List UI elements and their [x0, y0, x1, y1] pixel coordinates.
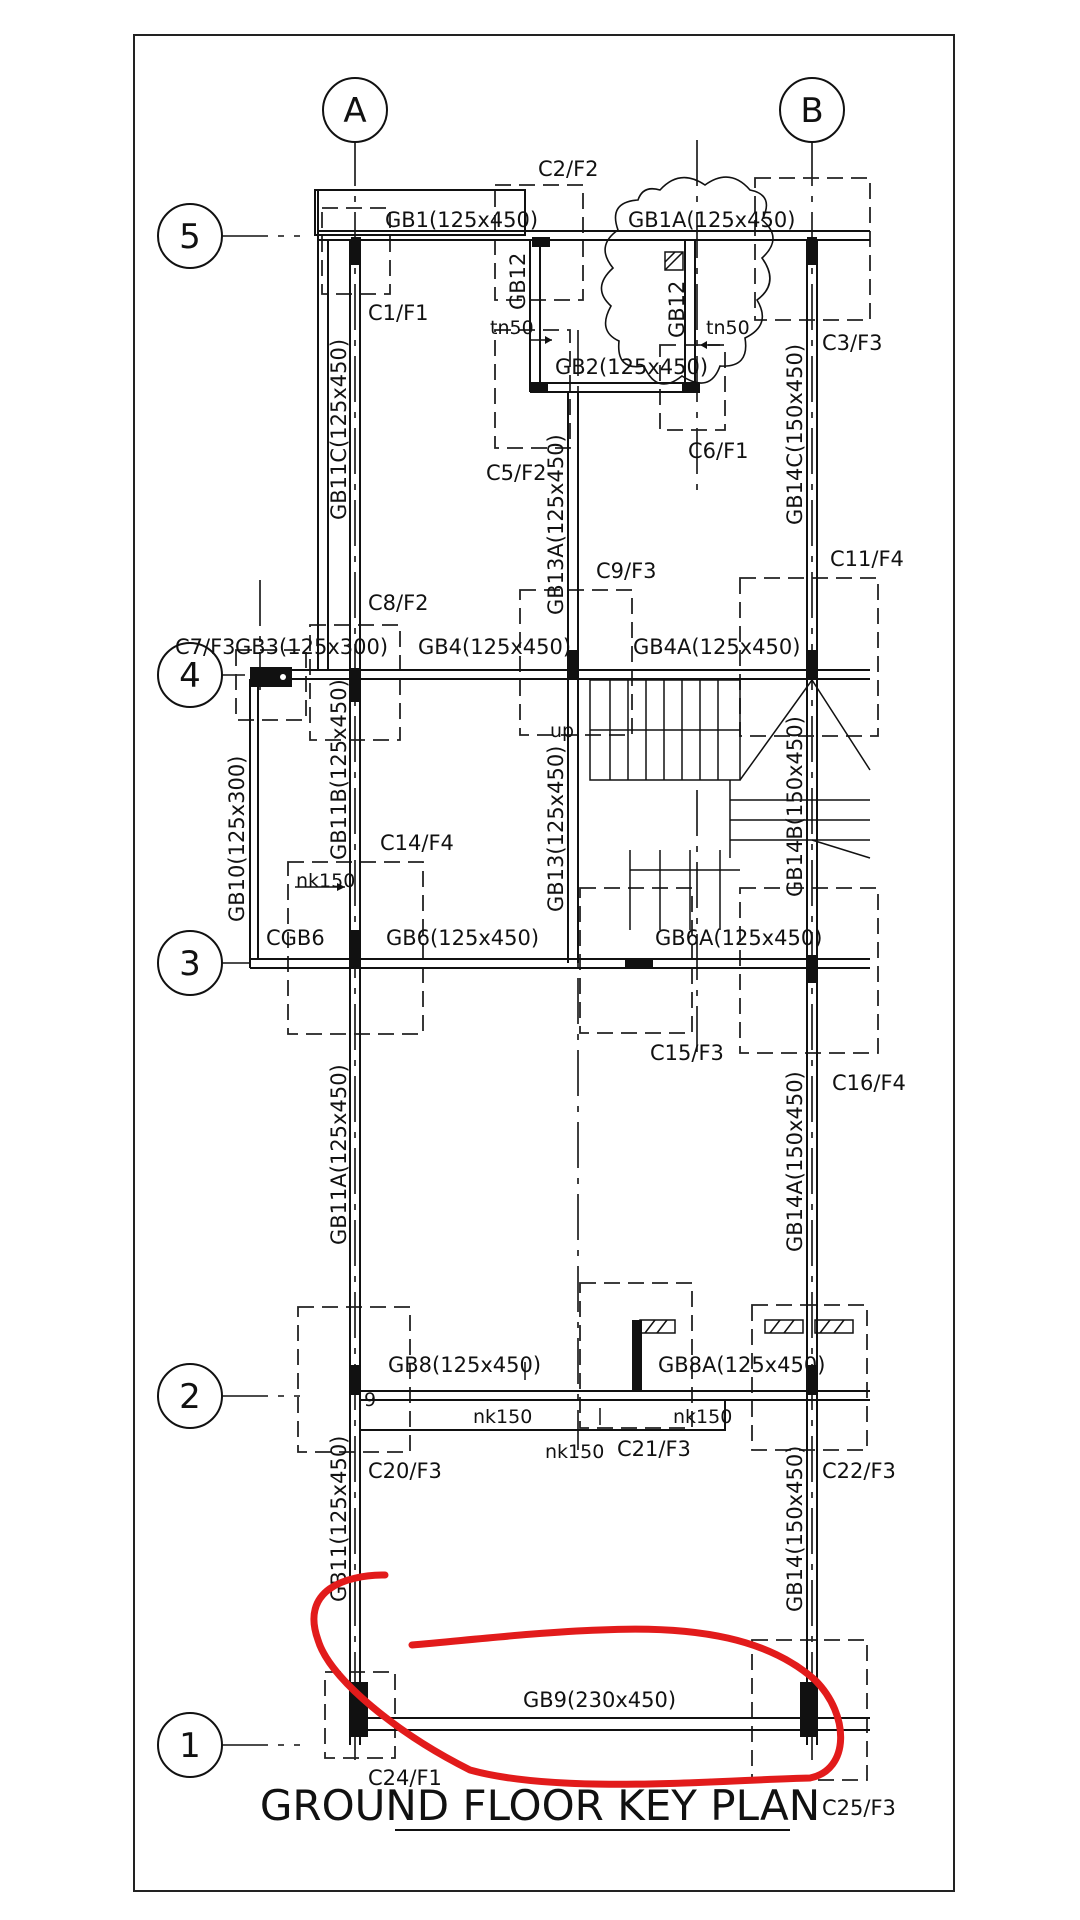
beam-label: GB12: [665, 281, 689, 338]
beam-label: GB11C(125x450): [327, 339, 351, 520]
column-label: C6/F1: [688, 439, 749, 463]
column-label: C1/F1: [368, 301, 429, 325]
beam-labels: GB1(125x450) GB1A(125x450) GB12 GB12 GB2…: [225, 208, 825, 1712]
grid-label-1: 1: [179, 1726, 201, 1766]
grid-bubble-4: 4: [157, 642, 223, 708]
note-label: up: [550, 720, 574, 742]
hatch-blocks: [639, 251, 854, 1334]
grid-label-a: A: [343, 91, 366, 131]
beam-label: GB14A(150x450): [783, 1071, 807, 1252]
column-label: C9/F3: [596, 559, 657, 583]
beam-label: GB14C(150x450): [783, 344, 807, 525]
beam-lines: [249, 189, 870, 1745]
red-markup-circle: [310, 1571, 845, 1788]
grid-label-3: 3: [179, 944, 201, 984]
beam-label: GB9(230x450): [523, 1688, 676, 1712]
beam-label: GB1(125x450): [385, 208, 538, 232]
beam-label: GB6(125x450): [386, 926, 539, 950]
column-label: C25/F3: [822, 1796, 896, 1820]
beam-label: GB14(150x450): [783, 1446, 807, 1612]
column-label: C14/F4: [380, 831, 454, 855]
column-label: C11/F4: [830, 547, 904, 571]
column-label: C24/F1: [368, 1766, 442, 1790]
note-label: nk150: [473, 1406, 532, 1428]
beam-label: GB14B(150x450): [783, 716, 807, 897]
grid-label-5: 5: [179, 217, 201, 257]
grid-bubble-5: 5: [157, 203, 223, 269]
staircase: [589, 678, 871, 930]
grid-label-4: 4: [179, 656, 201, 696]
note-label: nk150: [296, 870, 355, 892]
grid-lines: [222, 140, 813, 1760]
sheet-border: [133, 34, 955, 1892]
column-label: C15/F3: [650, 1041, 724, 1065]
grid-bubble-3: 3: [157, 930, 223, 996]
column-label: C2/F2: [538, 157, 599, 181]
beam-label: GB8(125x450): [388, 1353, 541, 1377]
column-label: C22/F3: [822, 1459, 896, 1483]
beam-label: GB13(125x450): [544, 746, 568, 912]
beam-label: GB6A(125x450): [655, 926, 822, 950]
beam-label: GB8A(125x450): [658, 1353, 825, 1377]
beam-label: GB3(125x300): [235, 635, 388, 659]
beam-label: GB11(125x450): [327, 1436, 351, 1602]
beam-label: CGB6: [266, 926, 325, 950]
grid-bubble-b: B: [779, 77, 845, 143]
beam-label: GB11A(125x450): [327, 1064, 351, 1245]
note-label: tn50: [490, 317, 534, 339]
column-label: C3/F3: [822, 331, 883, 355]
grid-bubble-a: A: [322, 77, 388, 143]
column-label: C7/F3: [175, 635, 236, 659]
beam-label: GB12: [506, 253, 530, 310]
column-label: C21/F3: [617, 1437, 691, 1461]
note-label: tn50: [706, 317, 750, 339]
beam-label: GB4A(125x450): [633, 635, 800, 659]
grid-label-2: 2: [179, 1377, 201, 1417]
grid-bubble-2: 2: [157, 1363, 223, 1429]
grid-label-b: B: [800, 91, 823, 131]
revision-cloud: [600, 176, 774, 385]
note-label: nk150: [673, 1406, 732, 1428]
column-label: C16/F4: [832, 1071, 906, 1095]
notes: tn50 tn50 up nk150 nk150 nk150 nk150 9: [296, 317, 750, 1463]
beam-label: GB4(125x450): [418, 635, 571, 659]
beam-label: GB13A(125x450): [544, 434, 568, 615]
column-label: C20/F3: [368, 1459, 442, 1483]
beam-label: GB11B(125x450): [327, 679, 351, 860]
beam-label: GB10(125x300): [225, 756, 249, 922]
column-label: C8/F2: [368, 591, 429, 615]
note-label: 9: [364, 1389, 376, 1411]
note-label: nk150: [545, 1441, 604, 1463]
beam-label: GB1A(125x450): [628, 208, 795, 232]
grid-bubble-1: 1: [157, 1712, 223, 1778]
column-labels: C2/F2 C1/F1 C3/F3 C5/F2 C6/F1 C9/F3 C11/…: [175, 157, 906, 1820]
beam-label: GB2(125x450): [555, 355, 708, 379]
column-label: C5/F2: [486, 461, 547, 485]
drawing-title: GROUND FLOOR KEY PLAN: [260, 1781, 820, 1830]
arrow-marks: [295, 336, 720, 1425]
